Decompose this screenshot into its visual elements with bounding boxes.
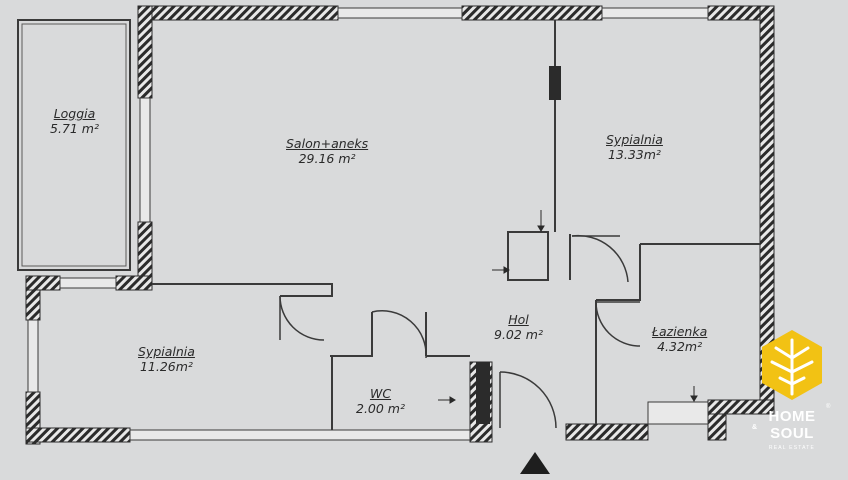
logo-registered-mark: ® xyxy=(826,404,831,410)
loggia-outline xyxy=(17,19,131,271)
wall-stub-hol xyxy=(476,362,490,424)
exterior-walls xyxy=(25,5,775,445)
room-name: Łazienka xyxy=(652,324,708,339)
home-soul-logo-mark xyxy=(762,330,822,400)
room-name: WC xyxy=(369,386,392,401)
logo-soul-text: SOUL xyxy=(770,425,814,442)
home-soul-logo: HOME ® & SOUL REAL ESTATE xyxy=(752,328,832,468)
logo-tagline: REAL ESTATE xyxy=(768,445,816,451)
wall-stub-salon xyxy=(549,66,561,100)
room-area: 11.26m² xyxy=(139,359,193,374)
room-label-loggia: Loggia 5.71 m² xyxy=(50,106,99,136)
windows xyxy=(27,7,709,441)
room-label-sypialnia-top: Sypialnia 13.33m² xyxy=(606,132,663,162)
loggia-railing xyxy=(21,23,127,267)
door-swings xyxy=(279,234,641,429)
room-name: Sypialnia xyxy=(138,344,195,359)
room-name: Salon+aneks xyxy=(286,136,369,151)
room-name: Hol xyxy=(508,312,529,327)
room-label-salon: Salon+aneks 29.16 m² xyxy=(286,136,368,166)
room-area: 4.32m² xyxy=(657,339,703,354)
room-label-sypialnia-left: Sypialnia 11.26m² xyxy=(138,344,195,374)
room-area: 2.00 m² xyxy=(356,401,405,416)
annotation-arrows xyxy=(438,210,698,404)
room-name: Sypialnia xyxy=(606,132,663,147)
room-area: 5.71 m² xyxy=(50,121,99,136)
room-area: 13.33m² xyxy=(607,147,661,162)
logo-ampersand: & xyxy=(752,424,758,431)
room-label-lazienka: Łazienka 4.32m² xyxy=(652,324,707,354)
room-name: Loggia xyxy=(53,106,96,121)
logo-home-text: HOME xyxy=(768,408,816,425)
room-label-wc: WC 2.00 m² xyxy=(356,386,405,416)
room-area: 29.16 m² xyxy=(298,151,356,166)
entrance-triangle xyxy=(520,452,550,474)
room-label-hol: Hol 9.02 m² xyxy=(494,312,543,342)
interior-walls xyxy=(152,20,760,430)
room-area: 9.02 m² xyxy=(494,327,543,342)
